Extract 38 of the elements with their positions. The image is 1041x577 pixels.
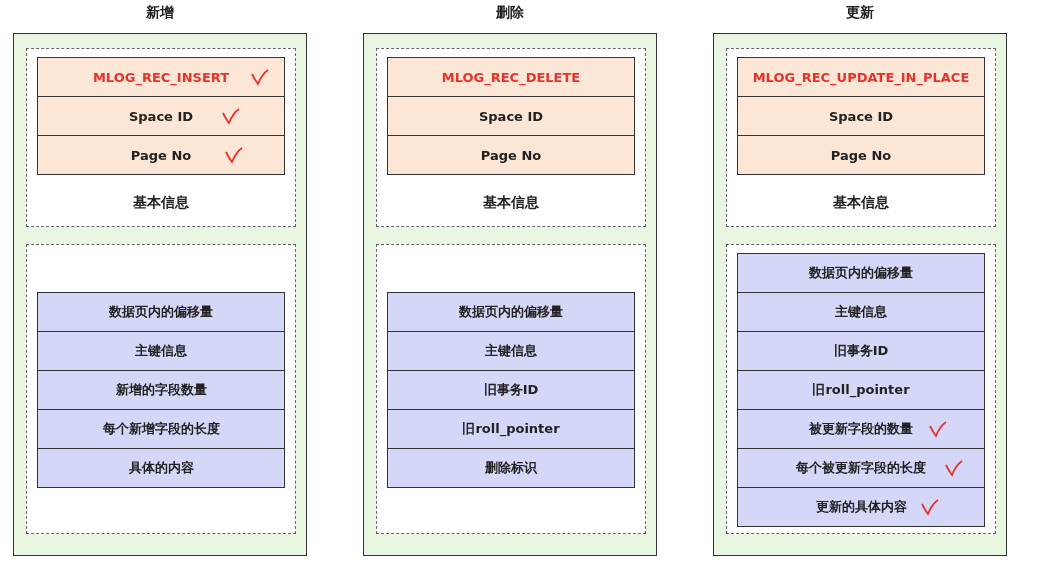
record-field: 每个新增字段的长度 <box>37 409 285 449</box>
record-field: MLOG_REC_DELETE <box>387 57 635 97</box>
field-group <box>26 244 296 534</box>
record-field: 旧roll_pointer <box>387 409 635 449</box>
record-field: 主键信息 <box>387 331 635 371</box>
record-field: 旧事务ID <box>737 331 985 371</box>
group-title: 基本信息 <box>482 194 540 212</box>
record-field: Space ID <box>387 96 635 136</box>
record-field: 删除标识 <box>387 448 635 488</box>
record-field: 数据页内的偏移量 <box>387 292 635 332</box>
field-group <box>726 48 996 227</box>
record-field: 数据页内的偏移量 <box>37 292 285 332</box>
record-field: 主键信息 <box>37 331 285 371</box>
record-field: 每个被更新字段的长度 <box>737 448 985 488</box>
record-field: 旧事务ID <box>387 370 635 410</box>
record-field: 主键信息 <box>737 292 985 332</box>
record-field: Page No <box>387 135 635 175</box>
record-field: 新增的字段数量 <box>37 370 285 410</box>
record-field: 旧roll_pointer <box>737 370 985 410</box>
panel-title: 更新 <box>845 4 875 22</box>
field-group <box>376 48 646 227</box>
field-group <box>726 244 996 534</box>
field-group <box>376 244 646 534</box>
record-field: Space ID <box>737 96 985 136</box>
record-field: 数据页内的偏移量 <box>737 253 985 293</box>
record-field: 具体的内容 <box>37 448 285 488</box>
panel-title: 删除 <box>495 4 525 22</box>
record-field: Page No <box>737 135 985 175</box>
record-field: 更新的具体内容 <box>737 487 985 527</box>
group-title: 基本信息 <box>832 194 890 212</box>
panel-title: 新增 <box>145 4 175 22</box>
record-field: Page No <box>37 135 285 175</box>
record-field: 被更新字段的数量 <box>737 409 985 449</box>
record-field: Space ID <box>37 96 285 136</box>
record-field: MLOG_REC_INSERT <box>37 57 285 97</box>
group-title: 基本信息 <box>132 194 190 212</box>
field-group <box>26 48 296 227</box>
record-field: MLOG_REC_UPDATE_IN_PLACE <box>737 57 985 97</box>
